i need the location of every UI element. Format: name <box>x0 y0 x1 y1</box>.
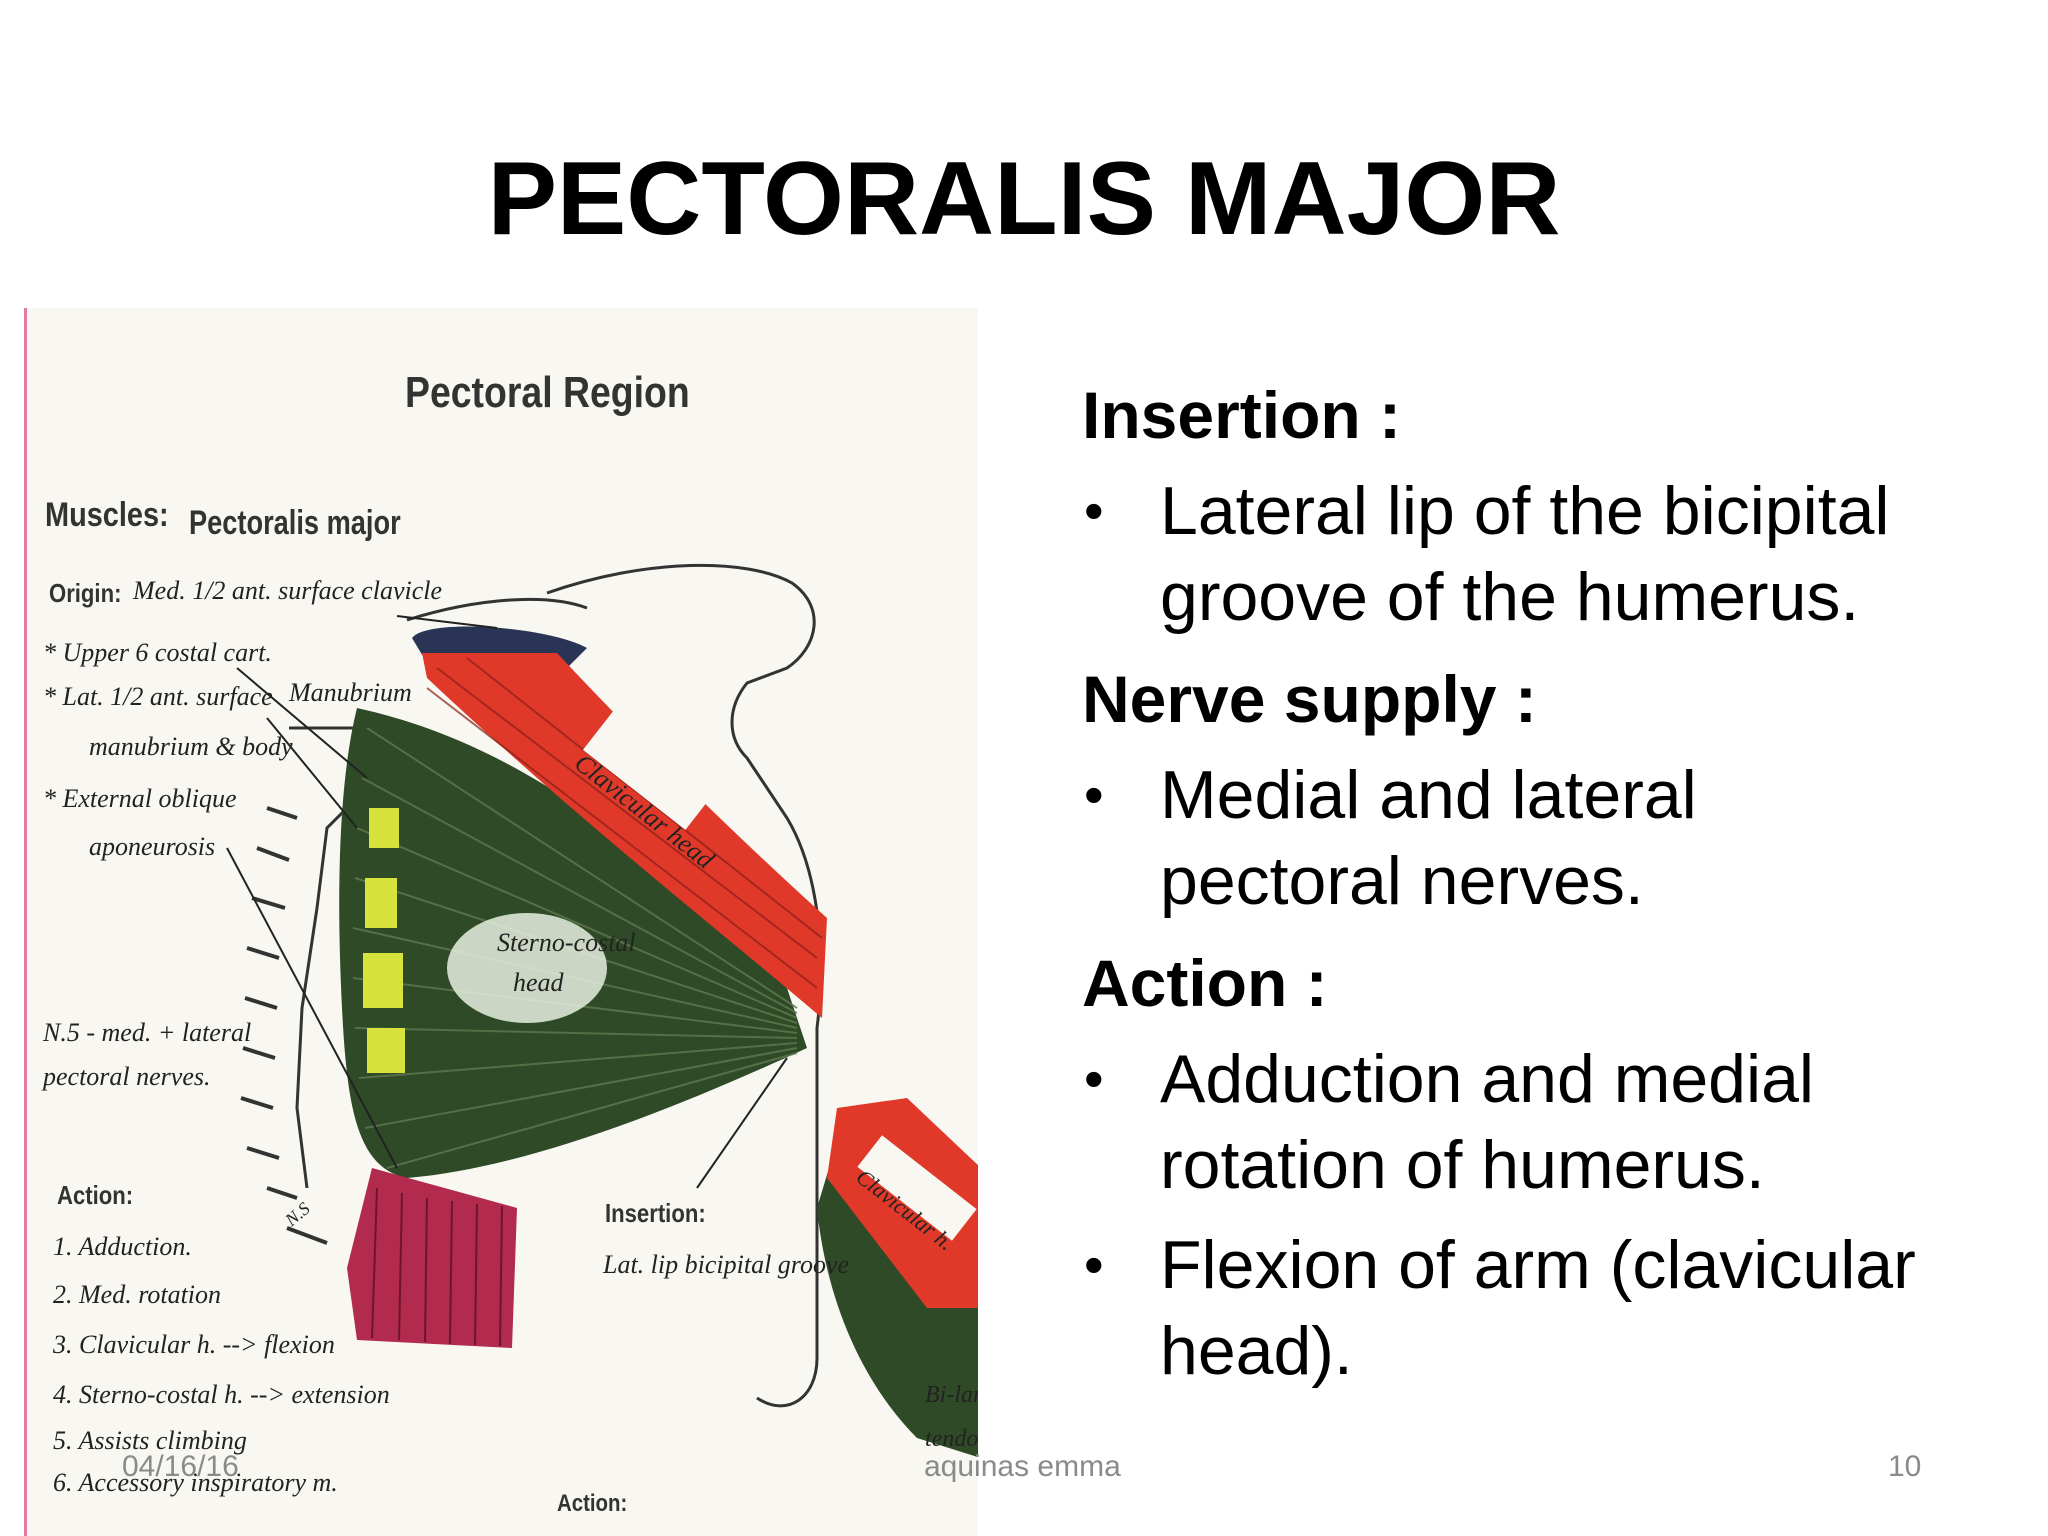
action-item: 1. Adduction. <box>53 1232 192 1261</box>
footer-author: aquinas emma <box>924 1450 1121 1483</box>
action-item: 2. Med. rotation <box>53 1280 222 1309</box>
origin-line: manubrium & body <box>89 732 293 761</box>
insertion-bullet: • Lateral lip of the bicipital groove of… <box>1082 468 2002 640</box>
rib-marks <box>240 806 328 1245</box>
nerve-label: pectoral nerves. <box>43 1062 211 1091</box>
origin-line: * External oblique <box>43 784 237 813</box>
sternocostal-label-patch <box>447 913 607 1023</box>
footer-page-number: 10 <box>1888 1450 1922 1483</box>
footer-date: 04/16/16 <box>122 1450 239 1483</box>
action-heading: Action : <box>1082 946 1328 1020</box>
muscles-value: Pectoralis major <box>189 504 401 542</box>
origin-line: Med. 1/2 ant. surface clavicle <box>133 576 443 605</box>
bullet-line: Medial and lateral <box>1160 757 1697 833</box>
bullet-dot: • <box>1084 479 1104 542</box>
sternocostal-label: Sterno-costal <box>497 928 636 957</box>
insertion-label: Insertion: <box>605 1198 706 1228</box>
action-bottom-label: Action: <box>557 1490 628 1517</box>
humerus-outline <box>546 563 823 1408</box>
origin-label: Origin: <box>49 578 122 608</box>
action-item: 6. Accessory inspiratory m. <box>53 1468 338 1497</box>
clavicular-head-shape <box>422 653 827 1018</box>
nerve-supply-heading: Nerve supply : <box>1082 662 1537 736</box>
leader-lines <box>226 615 788 1189</box>
bullet-line: rotation of humerus. <box>1160 1127 1765 1203</box>
pink-fibers <box>371 1187 503 1347</box>
clavicle-outline <box>406 597 588 622</box>
action-bullet: • Adduction and medial rotation of humer… <box>1082 1036 2002 1208</box>
clavicular-label-box <box>582 704 722 830</box>
bilaminar-red <box>827 1098 978 1308</box>
bilaminar-label: Bi-lam <box>925 1382 978 1408</box>
sternocostal-label: head <box>513 968 564 997</box>
bullet-line: head). <box>1160 1313 1353 1389</box>
manubrium-label: Manubrium <box>289 678 412 707</box>
anatomy-drawing <box>226 563 978 1458</box>
slide-title: PECTORALIS MAJOR <box>487 141 1561 257</box>
nerve-label: N.5 - med. + lateral <box>43 1018 252 1047</box>
pectoral-region-figure: Pectoral Region Muscles: Pectoralis majo… <box>24 308 978 1536</box>
action-item: 5. Assists climbing <box>53 1426 247 1455</box>
bullet-dot: • <box>1084 1233 1104 1296</box>
bullet-line: groove of the humerus. <box>1160 559 1860 635</box>
action-bullet: • Flexion of arm (clavicular head). <box>1082 1222 2002 1394</box>
bullet-dot: • <box>1084 1047 1104 1110</box>
figure-title: Pectoral Region <box>405 368 690 417</box>
insertion-heading: Insertion : <box>1082 378 1402 452</box>
yellow-patches <box>363 808 405 1073</box>
origin-line: aponeurosis <box>89 832 216 861</box>
action-label: Action: <box>57 1180 134 1210</box>
nerve-bullet: • Medial and lateral pectoral nerves. <box>1082 752 2002 924</box>
insertion-value: Lat. lip bicipital groove <box>603 1250 850 1279</box>
origin-line: * Lat. 1/2 ant. surface <box>43 682 273 711</box>
bullet-line: Lateral lip of the bicipital <box>1160 473 1890 549</box>
bullet-line: Adduction and medial <box>1160 1041 1815 1117</box>
bullet-line: pectoral nerves. <box>1160 843 1644 919</box>
clavicular-fibers <box>426 657 823 989</box>
action-item: 3. Clavicular h. --> flexion <box>53 1330 335 1359</box>
bilaminar-label-box <box>857 1135 977 1241</box>
muscles-label: Muscles: <box>45 496 169 534</box>
bullet-line: Flexion of arm (clavicular <box>1160 1227 1916 1303</box>
pink-muscle-shape <box>347 1168 517 1348</box>
origin-line: * Upper 6 costal cart. <box>43 638 272 667</box>
slide-content: Insertion : • Lateral lip of the bicipit… <box>1082 370 2002 1408</box>
action-item: 4. Sterno-costal h. --> extension <box>53 1380 390 1409</box>
bilaminar-label: tendon <box>925 1426 978 1452</box>
bullet-dot: • <box>1084 763 1104 826</box>
